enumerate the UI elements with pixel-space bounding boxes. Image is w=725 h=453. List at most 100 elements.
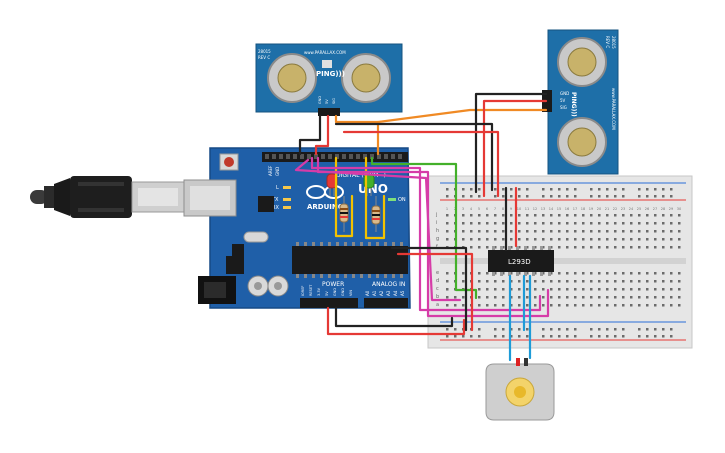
- breadboard-rail-hole: [622, 335, 625, 338]
- usb-cable: [30, 176, 185, 218]
- breadboard-rail-hole: [526, 335, 529, 338]
- analog-pin-labels: A0 A1 A2 A3 A4 A5: [365, 290, 405, 296]
- breadboard-hole: [582, 296, 585, 299]
- breadboard-hole: [558, 230, 561, 233]
- breadboard-hole: [622, 238, 625, 241]
- breadboard-rail-hole: [566, 328, 569, 331]
- dc-motor[interactable]: [485, 358, 555, 421]
- breadboard-hole: [454, 304, 457, 307]
- breadboard-hole: [534, 222, 537, 225]
- breadboard-rail-hole: [470, 188, 473, 191]
- breadboard-rail-hole: [638, 335, 641, 338]
- breadboard-hole: [614, 296, 617, 299]
- breadboard-hole: [550, 288, 553, 291]
- breadboard-rail-hole: [478, 188, 481, 191]
- breadboard-hole: [574, 238, 577, 241]
- wire-magenta-3: [294, 158, 462, 302]
- breadboard-hole: [622, 288, 625, 291]
- breadboard-rail-hole: [526, 195, 529, 198]
- breadboard-hole: [670, 272, 673, 275]
- breadboard-rail-hole: [550, 188, 553, 191]
- breadboard-hole: [622, 272, 625, 275]
- breadboard-hole: [654, 288, 657, 291]
- breadboard-rail-hole: [550, 195, 553, 198]
- resistor-left[interactable]: [339, 196, 349, 232]
- breadboard-hole: [670, 280, 673, 283]
- breadboard-column-number: 16: [565, 207, 569, 211]
- breadboard-column-number: 11: [525, 207, 529, 211]
- breadboard-rail-hole: [494, 188, 497, 191]
- breadboard-rail-hole: [478, 195, 481, 198]
- breadboard-rail-hole: [606, 328, 609, 331]
- wire-orange-long: [376, 108, 548, 124]
- ultrasonic-sensor-left[interactable]: 28015 REV C www.PARALLAX.COM PING))) GND…: [255, 43, 403, 116]
- svg-text:a: a: [436, 302, 439, 308]
- breadboard-hole: [510, 304, 513, 307]
- breadboard-hole: [454, 296, 457, 299]
- breadboard-column-number: 30: [677, 207, 681, 211]
- breadboard-column-number: 21: [605, 207, 609, 211]
- breadboard-hole: [478, 238, 481, 241]
- breadboard-hole: [526, 288, 529, 291]
- power-pin-labels: IOREF RESET 3.3V 5V GND GND VIN: [301, 284, 353, 296]
- breadboard-hole: [678, 272, 681, 275]
- breadboard-hole: [494, 246, 497, 249]
- wire-yellow-right: [364, 156, 386, 240]
- breadboard-column-number: 18: [581, 207, 585, 211]
- breadboard-hole: [542, 272, 545, 275]
- breadboard-hole: [654, 238, 657, 241]
- breadboard-hole: [646, 272, 649, 275]
- breadboard-rail-hole: [606, 335, 609, 338]
- breadboard-hole: [494, 296, 497, 299]
- breadboard-rail-hole: [462, 188, 465, 191]
- breadboard-hole: [526, 214, 529, 217]
- breadboard-rail-hole: [598, 328, 601, 331]
- breadboard-column-number: 7: [494, 207, 496, 211]
- breadboard-hole: [518, 280, 521, 283]
- breadboard-rail-hole: [614, 335, 617, 338]
- svg-text:3.3V: 3.3V: [317, 287, 321, 296]
- breadboard-hole: [446, 272, 449, 275]
- breadboard-hole: [638, 296, 641, 299]
- breadboard-hole: [614, 238, 617, 241]
- breadboard-hole: [534, 280, 537, 283]
- breadboard-hole: [534, 296, 537, 299]
- resistor-right[interactable]: [371, 196, 381, 232]
- sensor-right-pin-gnd: GND: [560, 91, 569, 96]
- breadboard-rail-hole: [590, 195, 593, 198]
- breadboard-rail-hole: [446, 188, 449, 191]
- breadboard-hole: [606, 288, 609, 291]
- breadboard-hole: [678, 296, 681, 299]
- svg-text:GND: GND: [341, 288, 345, 296]
- breadboard-rail-hole: [574, 188, 577, 191]
- breadboard-hole: [550, 230, 553, 233]
- breadboard-hole: [470, 222, 473, 225]
- breadboard-hole: [526, 280, 529, 283]
- breadboard-hole: [574, 272, 577, 275]
- breadboard-hole: [678, 238, 681, 241]
- on-label: ON: [398, 197, 406, 203]
- breadboard-rail-hole: [662, 188, 665, 191]
- breadboard-hole: [558, 246, 561, 249]
- breadboard-hole: [486, 238, 489, 241]
- breadboard-hole: [510, 238, 513, 241]
- breadboard-hole: [654, 230, 657, 233]
- l293d-driver-ic[interactable]: L293D: [488, 246, 554, 276]
- breadboard-rail-hole: [446, 195, 449, 198]
- wire-magenta-2: [316, 156, 550, 318]
- ultrasonic-sensor-right[interactable]: 28015 REV C www.PARALLAX.COM PING))) GND…: [542, 29, 619, 175]
- breadboard-rail-hole: [510, 328, 513, 331]
- breadboard-hole: [574, 280, 577, 283]
- breadboard-rail-hole: [654, 195, 657, 198]
- breadboard-hole: [542, 280, 545, 283]
- arduino-board[interactable]: DIGITAL (PWM~) AREF GND L TX RX ARDUINO …: [183, 147, 411, 309]
- breadboard-rail-hole: [566, 188, 569, 191]
- breadboard-hole: [558, 222, 561, 225]
- breadboard-column-number: 8: [502, 207, 504, 211]
- wire-black-ic: [390, 246, 468, 332]
- breadboard-rail-hole: [638, 328, 641, 331]
- breadboard-hole: [598, 288, 601, 291]
- l-label: L: [276, 185, 279, 191]
- breadboard-hole: [502, 296, 505, 299]
